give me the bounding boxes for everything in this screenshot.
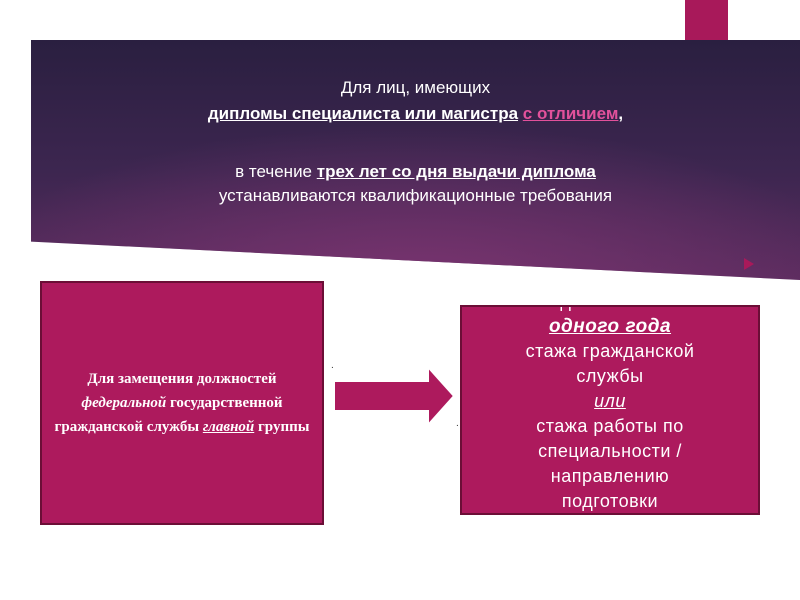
- condition-text: Для замещения должностей федеральной гос…: [42, 367, 322, 439]
- condition-part-3: государственной гражданской службы: [54, 395, 283, 435]
- period-text: трех лет со дня выдачи диплома: [316, 162, 596, 181]
- requirement-line: службы: [576, 366, 644, 386]
- requirement-line: направлению: [550, 466, 670, 486]
- requirement-line: стажа гражданской: [525, 341, 695, 361]
- decor-triangle-icon: [744, 258, 754, 270]
- banner-line-4: устанавливаются квалификационные требова…: [218, 186, 613, 205]
- banner-line-1: Для лиц, имеющих: [340, 78, 491, 97]
- condition-part-5: группы: [258, 419, 310, 435]
- requirement-or: или: [594, 391, 626, 411]
- requirement-line: специальности /: [538, 441, 682, 461]
- condition-federal: федеральной: [81, 395, 167, 411]
- dot-marker: .: [331, 360, 334, 371]
- requirement-text: достаточно одного года стажа гражданской…: [462, 307, 758, 513]
- condition-main: главной: [202, 419, 255, 435]
- dot-marker: .: [456, 418, 459, 429]
- condition-part-1: Для замещения должностей: [87, 371, 277, 387]
- requirement-line: подготовки: [561, 491, 659, 511]
- header-banner: Для лиц, имеющих дипломы специалиста или…: [31, 40, 800, 280]
- banner-line-2: дипломы специалиста или магистра с отлич…: [31, 104, 800, 124]
- requirement-line: достаточно: [462, 307, 758, 314]
- requirement-line: стажа работы по: [536, 416, 684, 436]
- banner-line-3: в течение трех лет со дня выдачи диплома: [31, 162, 800, 182]
- requirement-box: достаточно одного года стажа гражданской…: [460, 305, 760, 515]
- diploma-type-text: дипломы специалиста или магистра: [207, 104, 519, 123]
- comma-text: ,: [618, 104, 624, 123]
- arrow-right-icon: [333, 365, 456, 427]
- honors-text: с отличием: [522, 104, 619, 123]
- period-prefix: в течение: [235, 162, 317, 181]
- requirement-duration: одного года: [548, 316, 672, 337]
- condition-box: Для замещения должностей федеральной гос…: [40, 281, 324, 525]
